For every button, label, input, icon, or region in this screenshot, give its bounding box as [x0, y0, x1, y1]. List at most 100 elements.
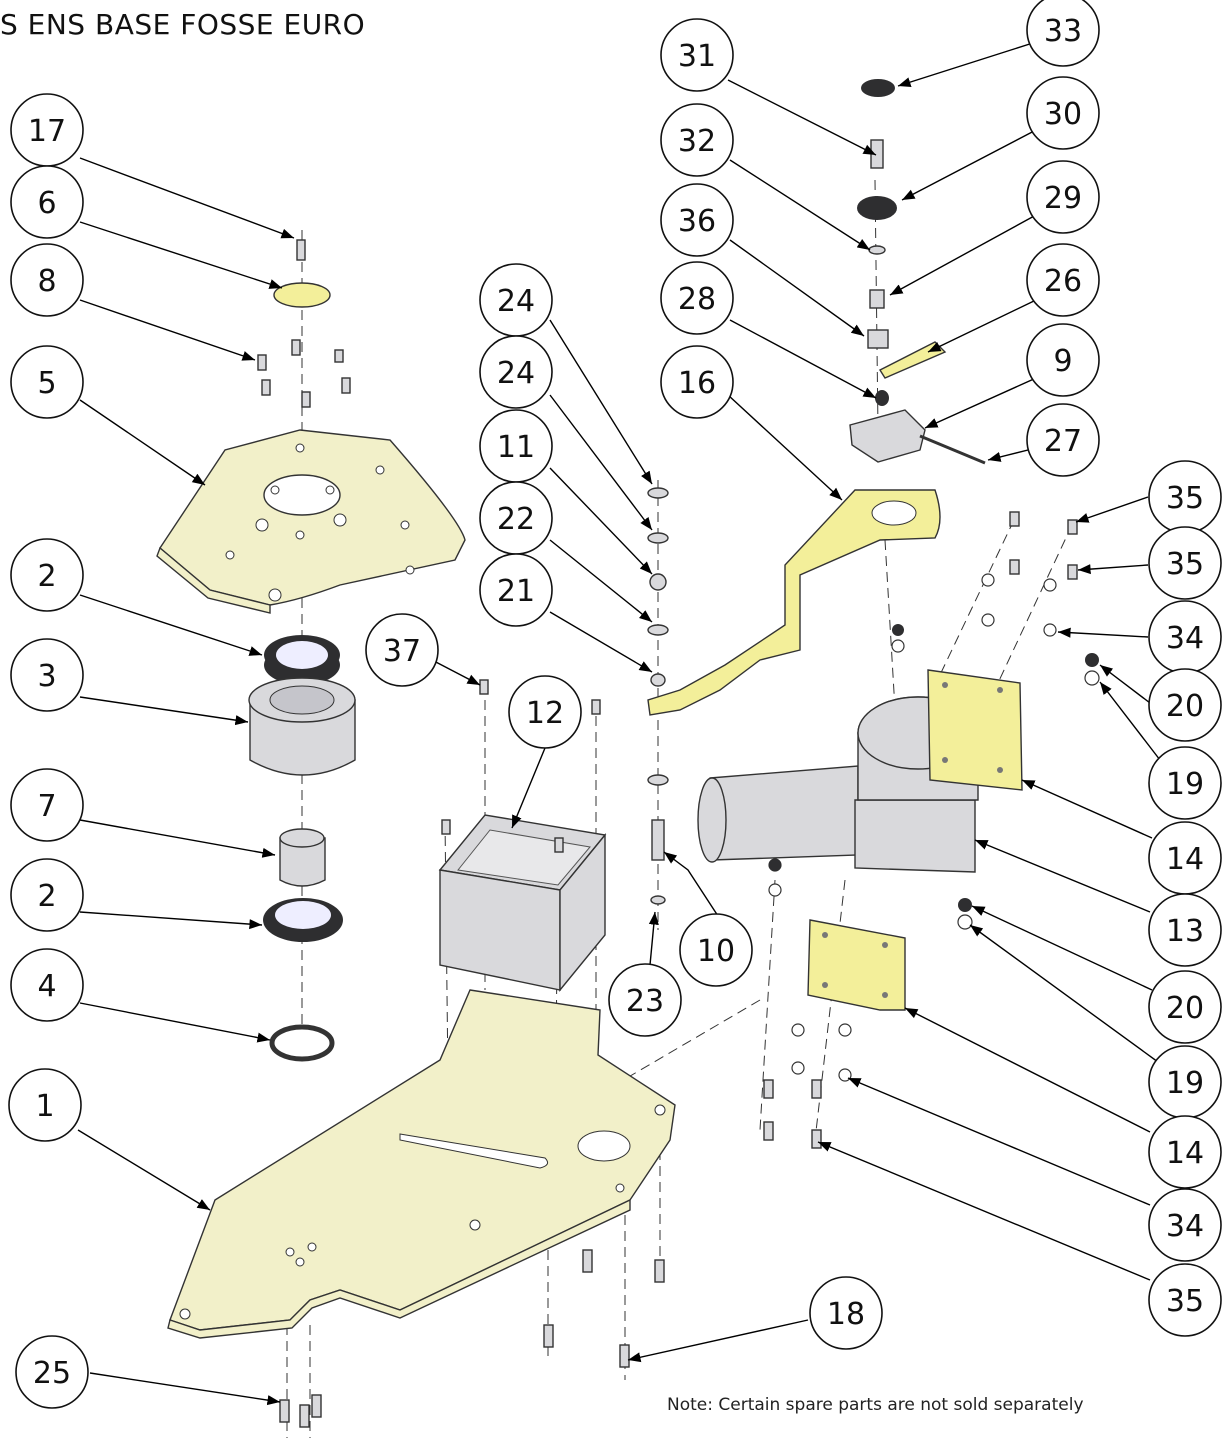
callout-label-11: 11 — [497, 430, 535, 465]
leader-35c — [817, 1141, 1151, 1281]
leader-8 — [79, 299, 256, 361]
callout-label-12: 12 — [526, 696, 564, 731]
callout-circle-25 — [15, 1335, 89, 1409]
leader-10 — [663, 851, 719, 917]
callout-label-30: 30 — [1044, 97, 1082, 132]
callout-label-19: 19 — [1166, 767, 1204, 802]
callout-label-7: 7 — [37, 789, 56, 824]
leader-16 — [727, 394, 843, 501]
callout-label-36: 36 — [678, 204, 716, 239]
callout-label-31: 31 — [678, 39, 716, 74]
leader-34a — [1057, 627, 1149, 638]
leader-11 — [549, 467, 653, 575]
leader-12 — [511, 747, 546, 829]
callout-circle-35 — [1148, 526, 1222, 600]
callout-label-9: 9 — [1053, 344, 1072, 379]
leader-28 — [729, 319, 877, 399]
callout-circle-24 — [479, 335, 553, 409]
callout-circle-3 — [10, 638, 84, 712]
callout-circle-33 — [1026, 0, 1100, 67]
callout-label-5: 5 — [37, 366, 56, 401]
callout-label-25: 25 — [33, 1356, 71, 1391]
callout-circle-18 — [809, 1276, 883, 1350]
leader-31 — [727, 79, 877, 156]
callout-label-29: 29 — [1044, 181, 1082, 216]
leader-30 — [901, 129, 1037, 201]
leader-33 — [897, 41, 1037, 87]
callout-label-28: 28 — [678, 282, 716, 317]
callout-circle-28 — [660, 261, 734, 335]
leader-4 — [79, 1002, 271, 1043]
leader-5 — [79, 399, 206, 486]
callout-circle-29 — [1026, 160, 1100, 234]
leader-24b — [549, 394, 653, 531]
leader-19a — [1099, 681, 1161, 761]
leader-14a — [1021, 779, 1153, 839]
callout-circle-20 — [1148, 970, 1222, 1044]
callout-label-13: 13 — [1166, 914, 1204, 949]
callout-label-17: 17 — [28, 114, 66, 149]
callout-label-33: 33 — [1044, 14, 1082, 49]
callout-label-8: 8 — [37, 264, 56, 299]
callout-label-14: 14 — [1166, 1136, 1204, 1171]
leader-14b — [904, 1007, 1151, 1133]
callout-label-21: 21 — [497, 574, 535, 609]
callout-circle-14 — [1148, 1115, 1222, 1189]
callout-circle-20 — [1148, 668, 1222, 742]
leader-3 — [79, 696, 249, 726]
callout-label-1: 1 — [35, 1089, 54, 1124]
callout-label-26: 26 — [1044, 264, 1082, 299]
callout-circle-9 — [1026, 323, 1100, 397]
callout-label-2: 2 — [37, 879, 56, 914]
callout-circle-21 — [479, 553, 553, 627]
leader-35a — [1075, 496, 1149, 523]
callout-circle-2 — [10, 858, 84, 932]
callout-label-35: 35 — [1166, 547, 1204, 582]
callout-circle-34 — [1148, 1188, 1222, 1262]
callout-circle-32 — [660, 103, 734, 177]
leader-13 — [974, 839, 1151, 913]
leader-21 — [549, 611, 653, 673]
callout-label-19: 19 — [1166, 1066, 1204, 1101]
callout-label-27: 27 — [1044, 424, 1082, 459]
leader-35b — [1077, 564, 1149, 575]
leader-34b — [847, 1077, 1151, 1206]
callout-label-6: 6 — [37, 186, 56, 221]
callout-circle-23 — [608, 963, 682, 1037]
callout-circle-8 — [10, 243, 84, 317]
callout-label-32: 32 — [678, 124, 716, 159]
callout-circle-10 — [679, 913, 753, 987]
leader-26 — [927, 299, 1037, 353]
callout-label-20: 20 — [1166, 991, 1204, 1026]
callout-circle-7 — [10, 768, 84, 842]
leader-17 — [79, 157, 295, 239]
callout-label-37: 37 — [383, 634, 421, 669]
leader-19b — [969, 924, 1159, 1063]
callout-circle-6 — [10, 165, 84, 239]
callout-label-35: 35 — [1166, 1284, 1204, 1319]
callout-label-14: 14 — [1166, 842, 1204, 877]
callout-circle-2 — [10, 538, 84, 612]
leader-18 — [627, 1319, 809, 1363]
callout-label-34: 34 — [1166, 1209, 1204, 1244]
leader-23 — [648, 911, 659, 966]
callout-label-4: 4 — [37, 969, 56, 1004]
leader-36 — [729, 239, 865, 337]
callout-circle-26 — [1026, 243, 1100, 317]
callout-circle-27 — [1026, 403, 1100, 477]
callout-circle-12 — [508, 675, 582, 749]
callout-label-23: 23 — [626, 984, 664, 1019]
callout-group: 3331303229362628927162424112221176852372… — [8, 0, 1222, 1409]
leader-25 — [89, 1372, 281, 1406]
callout-circle-4 — [10, 948, 84, 1022]
leader-7 — [79, 819, 276, 858]
leader-9 — [924, 377, 1037, 429]
callout-circle-13 — [1148, 893, 1222, 967]
leader-20a — [1099, 664, 1151, 704]
diagram-title: S ENS BASE FOSSE EURO — [0, 8, 366, 41]
callout-label-10: 10 — [697, 934, 735, 969]
callout-circle-37 — [365, 613, 439, 687]
leader-2b — [79, 911, 263, 930]
leader-24a — [549, 319, 653, 485]
